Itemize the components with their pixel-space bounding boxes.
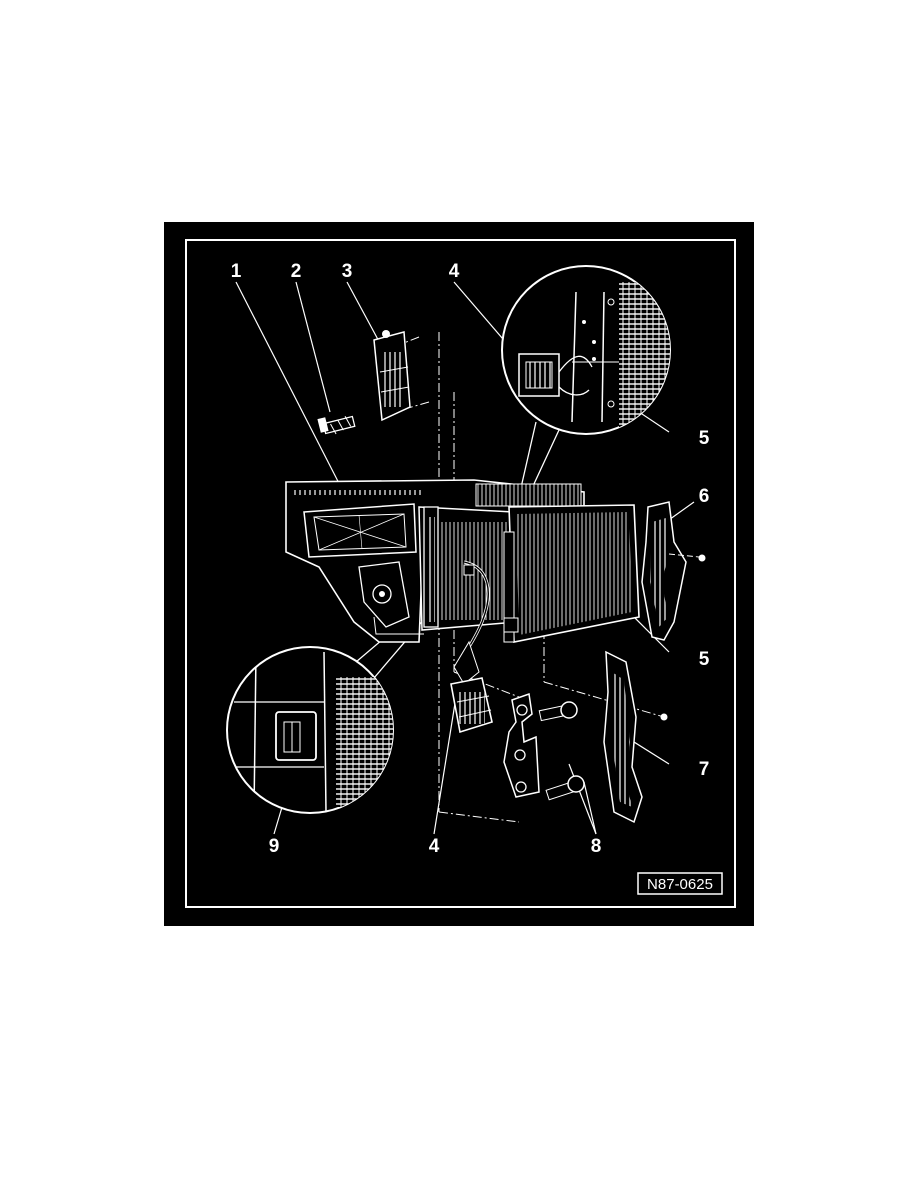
detail-view-connector <box>501 265 671 528</box>
callout-4-top: 4 <box>449 261 460 282</box>
part-connector-4 <box>450 677 493 734</box>
part-cover-6 <box>641 501 706 641</box>
callout-5-mid: 5 <box>699 649 710 670</box>
part-core <box>418 506 517 631</box>
callout-3: 3 <box>342 261 353 282</box>
part-plate <box>503 692 540 798</box>
figure-id-box: N87-0625 <box>637 872 723 895</box>
callout-6: 6 <box>699 486 710 507</box>
callout-7: 7 <box>699 759 710 780</box>
part-screws-8 <box>538 701 585 801</box>
exploded-view-diagram: 1 2 3 4 5 6 5 7 9 4 8 N87-0625 <box>185 239 736 908</box>
diagram-panel: 1 2 3 4 5 6 5 7 9 4 8 N87-0625 <box>164 222 754 926</box>
callout-labels: 1 2 3 4 5 6 5 7 9 4 8 <box>231 261 710 857</box>
callout-2: 2 <box>291 261 302 282</box>
part-radiator <box>453 504 640 685</box>
callout-4-bottom: 4 <box>429 836 440 857</box>
part-bracket-3 <box>373 330 411 422</box>
callout-9: 9 <box>269 836 280 857</box>
inner-frame <box>185 239 736 908</box>
callout-5-top: 5 <box>699 428 710 449</box>
part-screw-2 <box>317 415 356 435</box>
callout-1: 1 <box>231 261 242 282</box>
part-cover-7 <box>603 650 668 824</box>
callout-8: 8 <box>591 836 602 857</box>
detail-view-bracket <box>226 599 433 814</box>
figure-id: N87-0625 <box>647 876 713 893</box>
